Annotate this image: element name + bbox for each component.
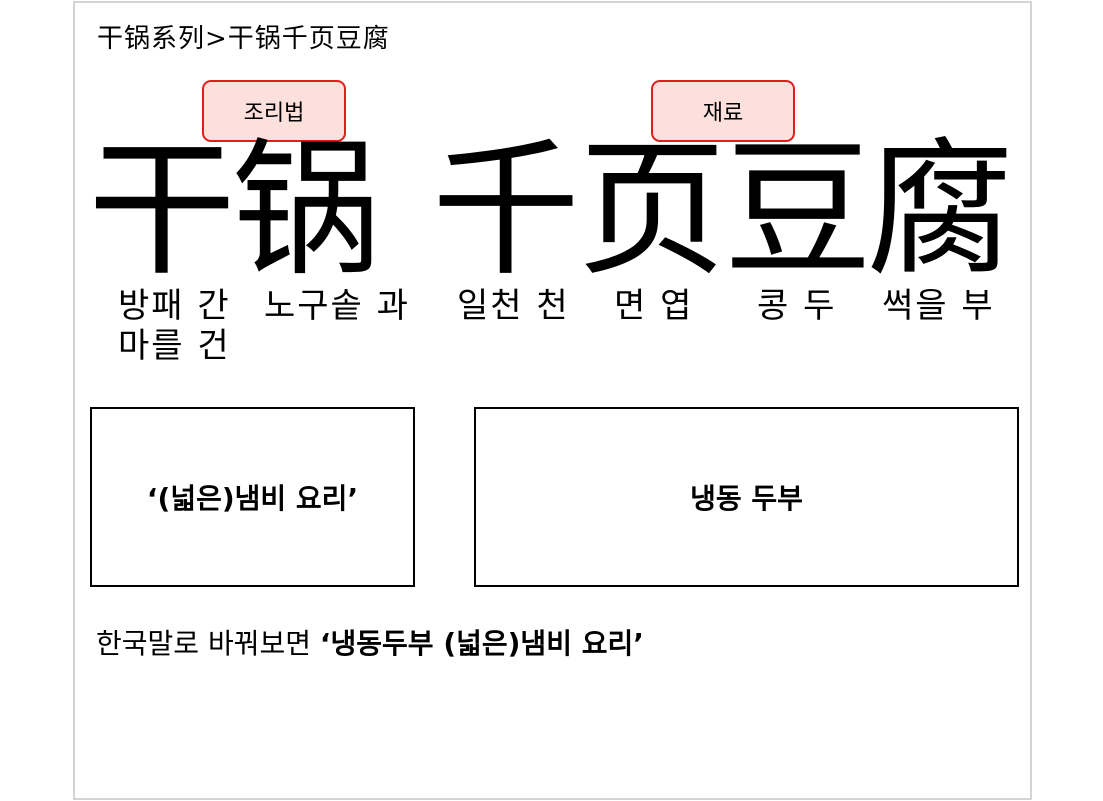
gloss-ye: 면 엽: [614, 286, 694, 326]
translation-note-bold: ‘냉동두부 (넓은)냄비 요리’: [319, 627, 644, 660]
gloss-gan-1: 방패 간: [118, 286, 231, 326]
translation-note: 한국말로 바꿔보면 ‘냉동두부 (넓은)냄비 요리’: [96, 622, 644, 662]
gloss-guo: 노구솥 과: [264, 286, 410, 326]
gloss-qian: 일천 천: [457, 286, 570, 326]
hanzi-guo: 锅: [232, 124, 380, 296]
hanzi-gan: 干: [88, 124, 236, 296]
gloss-gan-2: 마를 건: [118, 326, 231, 366]
translation-note-prefix: 한국말로 바꿔보면: [96, 627, 320, 660]
recipe-tag: 조리법: [202, 80, 346, 142]
hanzi-dou: 豆: [724, 124, 872, 296]
ingredient-meaning-box: 냉동 두부: [474, 407, 1019, 587]
recipe-meaning-box: ‘(넓은)냄비 요리’: [90, 407, 415, 587]
ingredients-tag: 재료: [651, 80, 795, 142]
breadcrumb: 干锅系列>干锅千页豆腐: [97, 24, 390, 54]
hanzi-fu: 腐: [866, 124, 1014, 296]
gloss-fu: 썩을 부: [882, 286, 995, 326]
hanzi-qian: 千: [432, 124, 580, 296]
gloss-dou: 콩 두: [757, 286, 837, 326]
hanzi-ye: 页: [578, 124, 726, 296]
gloss-gan: 방패 간 마를 건: [118, 286, 231, 366]
